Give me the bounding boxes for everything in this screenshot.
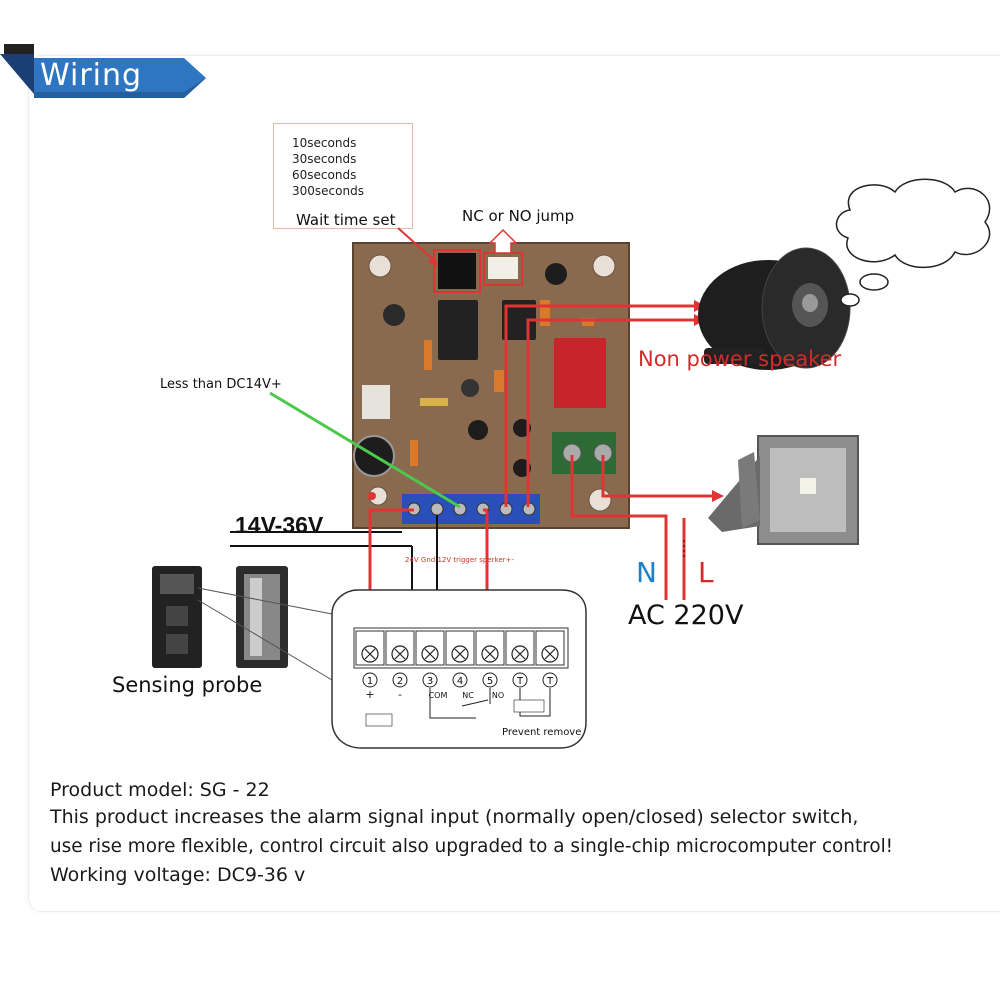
description-line-2: use rise more flexible, control circuit … — [50, 836, 894, 857]
speaker-wires — [504, 304, 696, 507]
voltage-range-label: 14V-36V — [235, 512, 324, 538]
terminal-symbol: NO — [492, 691, 504, 700]
dc14v-label: Less than DC14V+ — [160, 377, 282, 392]
section-flag — [0, 44, 206, 98]
terminal-number: 5 — [487, 676, 493, 687]
wait-time-jumper-highlight — [433, 249, 481, 293]
terminal-number: 3 — [427, 676, 433, 687]
sensing-probe-label: Sensing probe — [112, 673, 263, 697]
terminal-number-labels: 1 2 3 4 5 T T + - COM NC NO — [365, 676, 554, 701]
board-terminal-text: 24V Gnd 12V trigger sperker+- — [405, 556, 514, 564]
sensor-terminal-block — [353, 627, 569, 727]
dc14v-pointer-line — [269, 391, 461, 509]
up-arrow-icon — [488, 228, 518, 254]
speaker-icon — [698, 247, 851, 370]
floodlight-wires — [570, 455, 716, 600]
terminal-symbol: + — [365, 688, 374, 701]
description-line-1: This product increases the alarm signal … — [50, 806, 859, 828]
ac-voltage-label: AC 220V — [628, 600, 744, 631]
n-terminal-label: N — [636, 556, 657, 589]
nc-no-jump-label: NC or NO jump — [462, 207, 575, 225]
prevent-remove-label: Prevent remove — [502, 727, 582, 738]
wait-option: 10seconds — [292, 136, 357, 150]
terminal-symbol: - — [398, 688, 402, 701]
terminal-symbol: NC — [462, 691, 474, 700]
non-power-speaker-label: Non power speaker — [638, 347, 842, 371]
wait-option: 30seconds — [292, 152, 357, 166]
terminal-number: T — [516, 676, 524, 687]
thought-bubble-icon — [835, 178, 991, 307]
section-title: Wiring — [40, 58, 143, 93]
content-frame — [28, 55, 1000, 912]
terminal-number: 4 — [457, 676, 463, 687]
terminal-number: T — [546, 676, 554, 687]
l-terminal-label: L — [698, 556, 714, 589]
working-voltage: Working voltage: DC9-36 v — [50, 864, 306, 886]
sensing-probe-icon — [152, 566, 288, 668]
wait-pointer-line — [397, 227, 437, 263]
circuit-board — [352, 242, 630, 529]
terminal-number: 1 — [367, 676, 373, 687]
wait-time-options-box: 10seconds 30seconds 60seconds 300seconds — [273, 123, 413, 229]
wait-time-label: Wait time set — [296, 211, 396, 229]
product-model: Product model: SG - 22 — [50, 779, 270, 801]
terminal-number: 2 — [397, 676, 403, 687]
terminal-symbol: COM — [429, 691, 448, 700]
wait-option: 300seconds — [292, 184, 364, 198]
wait-option: 60seconds — [292, 168, 357, 182]
floodlight-icon — [708, 435, 859, 545]
